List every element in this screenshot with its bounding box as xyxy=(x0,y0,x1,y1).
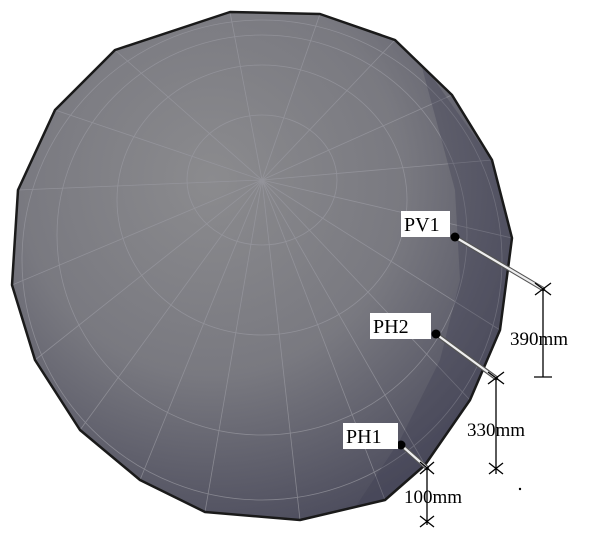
sensor-label-pv1: PV1 xyxy=(401,211,450,237)
sensor-point-ph2 xyxy=(431,329,441,339)
svg-text:PH1: PH1 xyxy=(346,426,382,448)
stray-mark xyxy=(518,487,522,491)
sensor-label-ph1: PH1 xyxy=(343,423,398,449)
sensor-point-ph1 xyxy=(396,440,406,450)
svg-text:PV1: PV1 xyxy=(404,214,440,236)
sensor-label-ph2: PH2 xyxy=(370,313,431,339)
leader-ph2 xyxy=(433,331,499,381)
sensor-point-pv1 xyxy=(450,232,460,242)
dimension-390 xyxy=(534,282,552,378)
dimension-100 xyxy=(419,461,435,528)
dome-body xyxy=(12,12,512,520)
leader-pv1 xyxy=(452,234,546,292)
dimension-330 xyxy=(487,371,505,475)
dome-outline xyxy=(10,10,514,522)
dimension-label-330: 330mm xyxy=(467,420,525,441)
dome-facets xyxy=(12,12,512,520)
svg-text:PH2: PH2 xyxy=(373,316,409,338)
dimension-label-100: 100mm xyxy=(404,487,462,508)
dimension-label-390: 390mm xyxy=(510,329,568,350)
